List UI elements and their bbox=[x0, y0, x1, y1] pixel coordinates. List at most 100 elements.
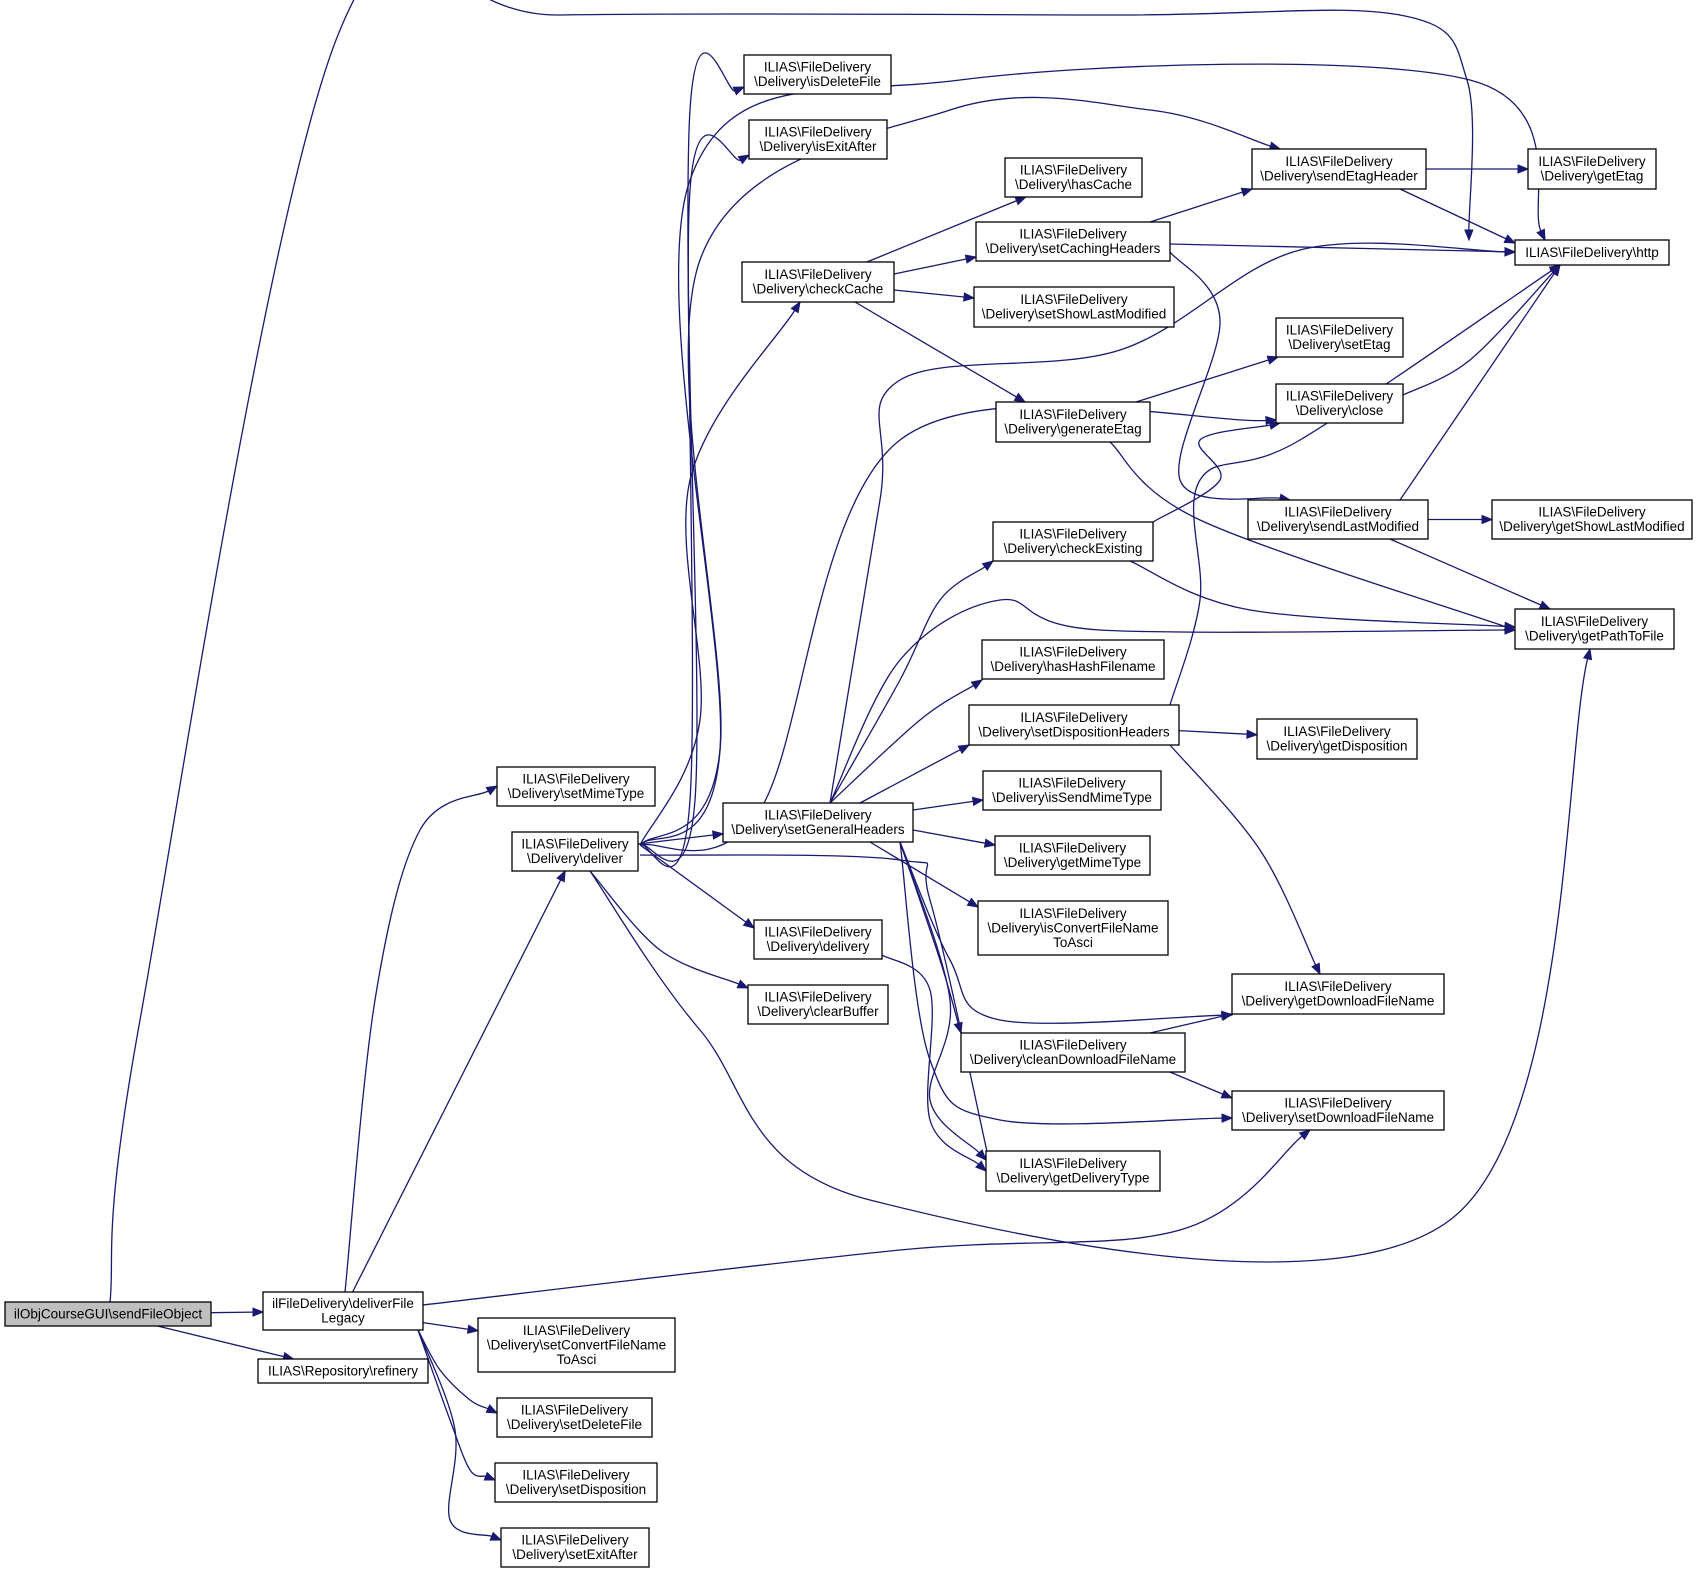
node-set-show-last-modified[interactable]: ILIAS\FileDelivery\Delivery\setShowLastM… bbox=[973, 286, 1175, 328]
node-box bbox=[262, 1291, 424, 1331]
arrowhead-icon bbox=[1548, 264, 1562, 275]
node-get-etag[interactable]: ILIAS\FileDelivery\Delivery\getEtag bbox=[1527, 148, 1657, 190]
node-set-general-headers[interactable]: ILIAS\FileDelivery\Delivery\setGeneralHe… bbox=[722, 802, 914, 843]
node-label: ToAsci bbox=[557, 1352, 597, 1367]
node-label: ILIAS\FileDelivery bbox=[1019, 227, 1127, 242]
node-is-delete-file[interactable]: ILIAS\FileDelivery\Delivery\isDeleteFile bbox=[743, 54, 892, 95]
node-label: ILIAS\FileDelivery bbox=[1286, 389, 1394, 404]
node-deliver[interactable]: ILIAS\FileDelivery\Delivery\deliver bbox=[511, 831, 639, 872]
node-set-mime-type[interactable]: ILIAS\FileDelivery\Delivery\setMimeType bbox=[496, 766, 656, 807]
edge-check-cache-to-set-caching-headers bbox=[893, 258, 967, 275]
edge-deliver-to-check-cache bbox=[639, 310, 796, 846]
node-get-mime-type[interactable]: ILIAS\FileDelivery\Delivery\getMimeType bbox=[994, 835, 1151, 876]
node-label: \Delivery\setCachingHeaders bbox=[986, 241, 1161, 256]
edge-set-general-headers-to-is-send-mime-type bbox=[912, 800, 974, 811]
node-set-caching-headers[interactable]: ILIAS\FileDelivery\Delivery\setCachingHe… bbox=[975, 221, 1171, 262]
edge-set-general-headers-to-check-existing bbox=[829, 566, 986, 804]
node-label: ILIAS\FileDelivery bbox=[522, 1468, 630, 1483]
node-label: ILIAS\FileDelivery bbox=[1019, 1038, 1127, 1053]
edge-deliver-to-is-delete-file bbox=[639, 52, 736, 868]
node-box bbox=[968, 704, 1180, 746]
node-label: ILIAS\FileDelivery bbox=[1020, 163, 1128, 178]
node-send-etag-header[interactable]: ILIAS\FileDelivery\Delivery\sendEtagHead… bbox=[1251, 148, 1427, 190]
edge-deliver-to-get-path-to-file bbox=[589, 658, 1589, 1263]
edge-set-general-headers-to-has-hash-filename bbox=[829, 684, 974, 804]
node-set-convert-file-name-to-asci[interactable]: ILIAS\FileDelivery\Delivery\setConvertFi… bbox=[477, 1317, 676, 1373]
edge-deliver-file-legacy-to-deliver bbox=[352, 879, 562, 1293]
node-send-file-object[interactable]: ilObjCourseGUI\sendFileObject bbox=[4, 1301, 212, 1327]
node-has-hash-filename[interactable]: ILIAS\FileDelivery\Delivery\hasHashFilen… bbox=[981, 639, 1165, 680]
node-generate-etag[interactable]: ILIAS\FileDelivery\Delivery\generateEtag bbox=[995, 401, 1151, 443]
node-check-existing[interactable]: ILIAS\FileDelivery\Delivery\checkExistin… bbox=[992, 521, 1154, 562]
node-box bbox=[741, 261, 895, 303]
node-set-disposition-headers[interactable]: ILIAS\FileDelivery\Delivery\setDispositi… bbox=[968, 704, 1180, 746]
node-label: ILIAS\FileDelivery bbox=[764, 925, 872, 940]
edge-set-caching-headers-to-http bbox=[1169, 243, 1506, 253]
node-label: \Delivery\setShowLastModified bbox=[982, 307, 1167, 322]
edge-set-general-headers-to-is-convert-file-name-to-asci bbox=[869, 841, 970, 903]
arrowhead-icon bbox=[981, 560, 995, 572]
edge-deliver-to-delivery bbox=[639, 844, 747, 923]
arrowhead-icon bbox=[1311, 962, 1321, 976]
arrowhead-icon bbox=[252, 1307, 265, 1317]
edge-send-file-object-to-http bbox=[109, 0, 1474, 1303]
node-box bbox=[1275, 383, 1404, 424]
node-get-download-file-name[interactable]: ILIAS\FileDelivery\Delivery\getDownloadF… bbox=[1231, 973, 1445, 1015]
node-label: ILIAS\FileDelivery\http bbox=[1525, 245, 1659, 260]
edge-set-caching-headers-to-send-etag-header bbox=[1149, 191, 1243, 223]
arrowhead-icon bbox=[957, 744, 971, 755]
node-http[interactable]: ILIAS\FileDelivery\http bbox=[1514, 239, 1670, 266]
arrowhead-icon bbox=[1504, 625, 1517, 635]
node-box bbox=[1256, 718, 1418, 760]
node-label: \Delivery\delivery bbox=[767, 939, 870, 954]
node-label: \Delivery\getDeliveryType bbox=[996, 1171, 1149, 1186]
node-clear-buffer[interactable]: ILIAS\FileDelivery\Delivery\clearBuffer bbox=[747, 984, 889, 1025]
node-label: \Delivery\getPathToFile bbox=[1525, 629, 1664, 644]
edge-deliver-file-legacy-to-set-mime-type bbox=[344, 790, 489, 1293]
node-get-show-last-modified[interactable]: ILIAS\FileDelivery\Delivery\getShowLastM… bbox=[1491, 499, 1693, 540]
node-set-exit-after[interactable]: ILIAS\FileDelivery\Delivery\setExitAfter bbox=[500, 1527, 650, 1568]
arrowhead-icon bbox=[1240, 187, 1254, 197]
node-box bbox=[743, 54, 892, 95]
edge-clean-download-file-name-to-set-download-file-name bbox=[1169, 1071, 1224, 1095]
node-get-path-to-file[interactable]: ILIAS\FileDelivery\Delivery\getPathToFil… bbox=[1514, 608, 1675, 650]
node-label: ILIAS\FileDelivery bbox=[764, 267, 872, 282]
node-is-send-mime-type[interactable]: ILIAS\FileDelivery\Delivery\isSendMimeTy… bbox=[982, 770, 1162, 811]
edge-deliver-to-clear-buffer bbox=[589, 870, 740, 985]
node-refinery[interactable]: ILIAS\Repository\refinery bbox=[257, 1358, 429, 1384]
node-box bbox=[496, 766, 656, 807]
node-is-exit-after[interactable]: ILIAS\FileDelivery\Delivery\isExitAfter bbox=[748, 119, 888, 160]
arrowhead-icon bbox=[489, 1531, 503, 1541]
node-is-convert-file-name-to-asci[interactable]: ILIAS\FileDelivery\Delivery\isConvertFil… bbox=[977, 900, 1169, 956]
node-get-delivery-type[interactable]: ILIAS\FileDelivery\Delivery\getDeliveryT… bbox=[985, 1150, 1161, 1192]
node-label: \Delivery\setExitAfter bbox=[512, 1547, 638, 1562]
edge-check-cache-to-generate-etag bbox=[854, 301, 1017, 398]
node-box bbox=[722, 802, 914, 843]
edges-layer bbox=[109, 0, 1593, 1541]
arrowhead-icon bbox=[485, 785, 499, 796]
arrowhead-icon bbox=[966, 897, 980, 908]
node-label: \Delivery\getMimeType bbox=[1004, 855, 1141, 870]
edge-set-general-headers-to-get-download-file-name bbox=[899, 841, 1223, 1024]
node-close[interactable]: ILIAS\FileDelivery\Delivery\close bbox=[1275, 383, 1404, 424]
node-label: \Delivery\setDownloadFileName bbox=[1242, 1110, 1434, 1125]
node-check-cache[interactable]: ILIAS\FileDelivery\Delivery\checkCache bbox=[741, 261, 895, 303]
edge-deliver-to-close bbox=[639, 405, 1267, 852]
node-label: \Delivery\isSendMimeType bbox=[992, 790, 1152, 805]
node-set-download-file-name[interactable]: ILIAS\FileDelivery\Delivery\setDownloadF… bbox=[1231, 1090, 1445, 1131]
node-delivery[interactable]: ILIAS\FileDelivery\Delivery\delivery bbox=[753, 919, 883, 960]
arrowhead-icon bbox=[1013, 392, 1027, 403]
node-label: \Delivery\hasCache bbox=[1015, 177, 1132, 192]
node-send-last-modified[interactable]: ILIAS\FileDelivery\Delivery\sendLastModi… bbox=[1247, 499, 1429, 540]
node-get-disposition[interactable]: ILIAS\FileDelivery\Delivery\getDispositi… bbox=[1256, 718, 1418, 760]
node-has-cache[interactable]: ILIAS\FileDelivery\Delivery\hasCache bbox=[1004, 157, 1143, 198]
node-clean-download-file-name[interactable]: ILIAS\FileDelivery\Delivery\cleanDownloa… bbox=[960, 1032, 1186, 1073]
edge-set-general-headers-to-set-disposition-headers bbox=[859, 749, 961, 804]
edge-send-file-object-to-refinery bbox=[157, 1325, 284, 1358]
node-label: \Delivery\getShowLastModified bbox=[1499, 519, 1684, 534]
node-set-etag[interactable]: ILIAS\FileDelivery\Delivery\setEtag bbox=[1275, 317, 1404, 358]
node-set-disposition[interactable]: ILIAS\FileDelivery\Delivery\setDispositi… bbox=[494, 1462, 658, 1503]
node-label: ILIAS\FileDelivery bbox=[764, 990, 872, 1005]
node-set-delete-file[interactable]: ILIAS\FileDelivery\Delivery\setDeleteFil… bbox=[496, 1397, 653, 1438]
